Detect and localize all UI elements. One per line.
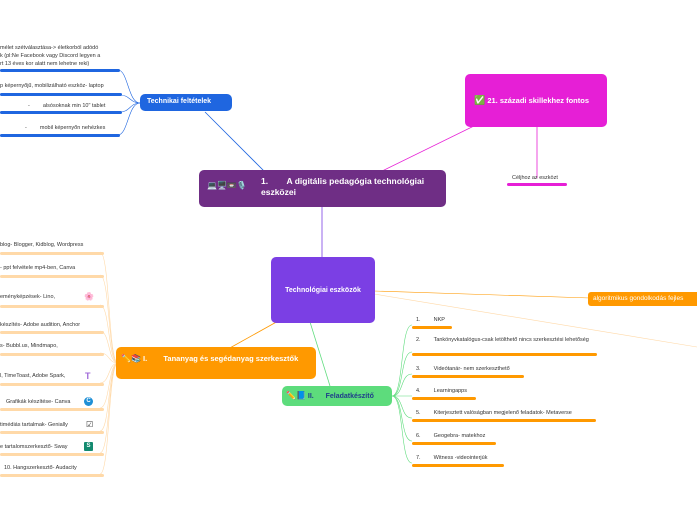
feladat-underline-3 (412, 375, 524, 378)
technikai-item-5: - alsósoknak min 10" tablet (28, 103, 105, 110)
feladat-underline-2 (412, 353, 597, 356)
tananyag-underline-4 (0, 331, 104, 334)
technikai-item-4: p képernyőjű, mobilizálható eszköz- lapt… (0, 83, 104, 89)
feladat-item-6-text: Geogebra- matekhoz (433, 433, 486, 439)
technikai-item-1: mélet szétválasztása-> életkorból adódó (0, 45, 99, 51)
technikai-underline-4 (0, 134, 120, 137)
feladat-item-5-num: 5. (416, 410, 421, 416)
technikai-item-6-dash: - (25, 125, 27, 131)
feladat-underline-1 (412, 326, 452, 329)
technikai-label: Technikai feltételek (147, 98, 212, 105)
technikai-underline-1 (0, 69, 120, 72)
tananyag-item-8: timédiás tartalmak- Genially (0, 422, 68, 428)
feladat-item-4-text: Learningapps (433, 388, 467, 394)
skills-node[interactable]: ✅ 21. századi skillekhez fontos (465, 74, 607, 127)
feladat-item-4: 4. Learningapps (416, 388, 467, 395)
feladat-item-1-text: NKP (433, 317, 445, 323)
technikai-underline-2 (0, 93, 122, 96)
feladat-item-7-num: 7. (416, 455, 421, 461)
tananyag-item-5: s- Bubbl.us, Mindmapo, (0, 343, 58, 349)
genially-icon: ☑ (86, 420, 94, 429)
central-topic-icons: 💻🖥️📼🎙️ (207, 181, 247, 190)
feladat-icons: ✏️📘 (286, 391, 306, 400)
technikai-item-6: - mobil képernyőn nehézkes (25, 125, 105, 132)
feladat-item-3-num: 3. (416, 366, 421, 372)
technikai-item-3: rt 13 éves kor alatt nem lehetne reki) (0, 61, 90, 67)
eszkozok-label: Technológiai eszközök (285, 287, 361, 294)
feladat-item-2-num: 2. (416, 337, 421, 343)
skills-child: Céljhoz az eszközt (512, 175, 558, 181)
algoritmikus-node[interactable]: algoritmikus gondolkodás fejles (588, 292, 697, 306)
tananyag-underline-7 (0, 408, 104, 411)
feladat-item-6-num: 6. (416, 433, 421, 439)
tananyag-underline-5 (0, 353, 104, 356)
technikai-item-2: k (pl:Ne Facebook vagy Discord legyen a (0, 53, 101, 59)
tananyag-icons: ✏️📚 (121, 354, 141, 363)
feladat-item-4-num: 4. (416, 388, 421, 394)
feladat-item-3: 3. Videótanár- nem szerkeszthető (416, 366, 510, 373)
skills-label: 21. századi skillekhez fontos (487, 96, 590, 105)
algoritmikus-label: algoritmikus gondolkodás fejles (593, 295, 684, 302)
feladat-item-2-text: Tankönyvkatalógus-csak letölthető nincs … (433, 337, 589, 343)
feladat-underline-5 (412, 419, 596, 422)
feladat-number: II. (307, 393, 314, 400)
tananyag-node[interactable]: ✏️📚 I. Tananyag és segédanyag szerkesztő… (116, 347, 316, 379)
feladat-item-1-num: 1. (416, 317, 421, 323)
flower-icon: 🌸 (84, 292, 94, 301)
skills-child-underline (507, 183, 567, 186)
feladat-item-1: 1. NKP (416, 317, 445, 324)
tananyag-item-2: - ppt felvétele mp4-ben, Canva (0, 265, 76, 271)
feladat-item-3-text: Videótanár- nem szerkeszthető (433, 366, 510, 372)
tananyag-underline-2 (0, 275, 104, 278)
tananyag-item-1: blog- Blogger, Kidblog, Wordpress (0, 242, 84, 248)
check-icon: ✅ (474, 95, 486, 105)
timetoast-icon: T (85, 371, 91, 381)
feladat-node[interactable]: ✏️📘 II. Feladatkészítő (282, 386, 392, 406)
feladat-item-7: 7. Witness -videointerjúk (416, 455, 487, 462)
technikai-item-6-text: mobil képernyőn nehézkes (39, 125, 106, 131)
technikai-item-5-text: alsósoknak min 10" tablet (42, 103, 106, 109)
tananyag-item-9: e tartalomszerkesztő- Sway (0, 444, 68, 450)
central-topic-title: A digitális pedagógia technológiai eszkö… (261, 176, 425, 198)
technikai-underline-3 (0, 111, 122, 114)
tananyag-underline-10 (0, 474, 104, 477)
canva-icon: C (84, 397, 93, 406)
feladat-item-7-text: Witness -videointerjúk (433, 455, 488, 461)
tananyag-item-6: l, TimeToast, Adobe Spark, (0, 373, 66, 379)
feladat-underline-4 (412, 397, 476, 400)
tananyag-number: I. (143, 354, 148, 363)
tananyag-item-4: készítés- Adobe audition, Anchor (0, 322, 81, 328)
tananyag-item-7: Grafikák készítése- Canva (6, 399, 71, 405)
feladat-underline-7 (412, 464, 504, 467)
tananyag-underline-3 (0, 305, 104, 308)
technikai-node[interactable]: Technikai feltételek (140, 94, 232, 111)
feladat-underline-6 (412, 442, 496, 445)
eszkozok-node[interactable]: Technológiai eszközök (271, 257, 375, 323)
tananyag-underline-9 (0, 453, 104, 456)
tananyag-label: Tananyag és segédanyag szerkesztők (163, 354, 299, 363)
feladat-item-5: 5. Kiterjesztett valóságban megjelenő fe… (416, 410, 572, 417)
tananyag-item-3: eményképzések- Lino, (0, 294, 56, 300)
tananyag-underline-8 (0, 431, 104, 434)
feladat-item-6: 6. Geogebra- matekhoz (416, 433, 485, 440)
feladat-item-5-text: Kiterjesztett valóságban megjelenő felad… (433, 410, 572, 416)
feladat-item-2: 2. Tankönyvkatalógus-csak letölthető nin… (416, 337, 601, 344)
central-topic-number: 1. (261, 176, 269, 186)
tananyag-underline-6 (0, 383, 104, 386)
feladat-label: Feladatkészítő (325, 393, 374, 400)
sway-icon: S (84, 442, 93, 451)
central-topic-node[interactable]: 💻🖥️📼🎙️ 1. A digitális pedagógia technoló… (199, 170, 446, 207)
technikai-item-5-dash: - (28, 103, 30, 109)
tananyag-item-10: 10. Hangszerkesztő- Audacity (4, 465, 77, 471)
tananyag-underline-1 (0, 252, 104, 255)
